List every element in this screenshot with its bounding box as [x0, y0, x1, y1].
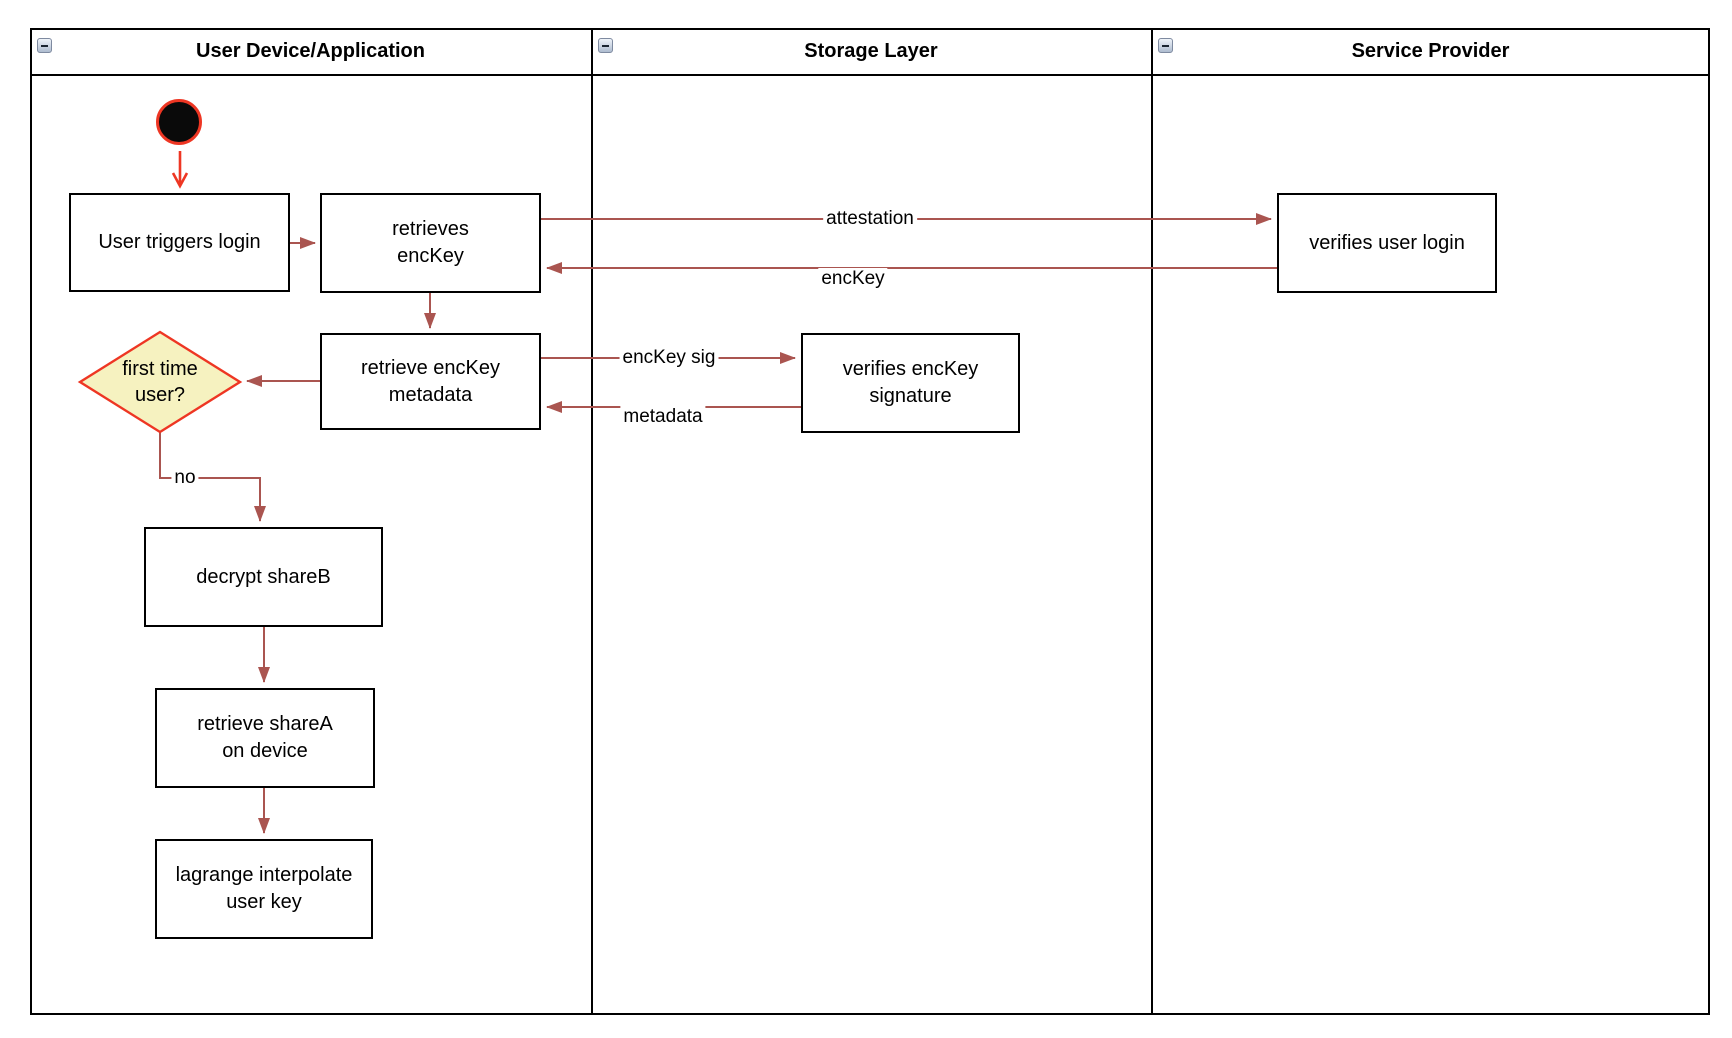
node-label: User triggers login: [98, 231, 261, 253]
node-label: first time user?: [122, 358, 198, 406]
node-first-time-user-decision[interactable]: first time user?: [100, 352, 220, 412]
node-label: retrieve shareA on device: [197, 713, 333, 762]
edge-label-metadata[interactable]: metadata: [620, 406, 706, 428]
lane-title-service-provider[interactable]: Service Provider: [1151, 28, 1710, 74]
collapse-lane-button[interactable]: [37, 38, 52, 53]
node-lagrange-interpolate[interactable]: lagrange interpolate user key: [155, 839, 373, 939]
node-decrypt-shareb[interactable]: decrypt shareB: [144, 527, 383, 627]
collapse-lane-button[interactable]: [1158, 38, 1173, 53]
lane-title-label: Storage Layer: [804, 39, 938, 62]
lane-divider: [591, 30, 593, 1013]
minus-icon: [1162, 44, 1169, 47]
node-retrieve-sharea[interactable]: retrieve shareA on device: [155, 688, 375, 788]
node-verifies-user-login[interactable]: verifies user login: [1277, 193, 1497, 293]
node-label: retrieves encKey: [392, 218, 469, 267]
edge-label-attestation[interactable]: attestation: [823, 208, 917, 230]
lane-title-label: User Device/Application: [196, 39, 425, 62]
node-retrieve-enckey-metadata[interactable]: retrieve encKey metadata: [320, 333, 541, 430]
lane-title-label: Service Provider: [1351, 39, 1510, 62]
node-label: lagrange interpolate user key: [175, 864, 353, 913]
minus-icon: [41, 44, 48, 47]
node-label: verifies user login: [1309, 231, 1465, 254]
node-label: retrieve encKey metadata: [361, 356, 500, 406]
initial-node[interactable]: [156, 99, 202, 145]
minus-icon: [602, 44, 609, 47]
lane-title-storage-layer[interactable]: Storage Layer: [591, 28, 1151, 74]
swimlane-header-row: [32, 30, 1708, 76]
lane-divider: [1151, 30, 1153, 1013]
node-user-triggers-login[interactable]: User triggers login: [69, 193, 290, 292]
edge-label-enckey-sig[interactable]: encKey sig: [619, 347, 719, 369]
edge-label-no[interactable]: no: [171, 467, 199, 489]
node-label: decrypt shareB: [196, 565, 331, 588]
node-label: verifies encKey signature: [842, 358, 979, 407]
edge-label-enckey[interactable]: encKey: [818, 268, 888, 290]
node-retrieves-enckey[interactable]: retrieves encKey: [320, 193, 541, 293]
lane-title-user-device[interactable]: User Device/Application: [30, 28, 591, 74]
collapse-lane-button[interactable]: [598, 38, 613, 53]
node-verifies-enckey-signature[interactable]: verifies encKey signature: [801, 333, 1020, 433]
